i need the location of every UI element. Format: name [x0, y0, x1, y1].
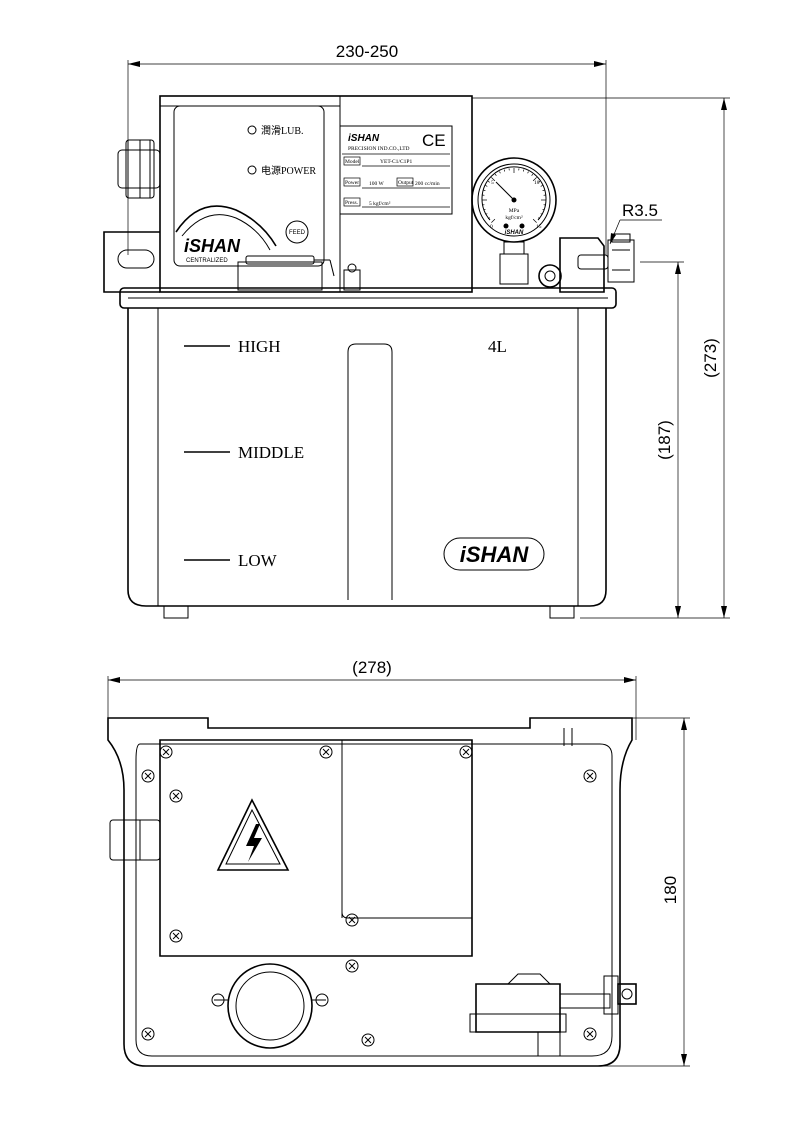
gauge-tick [540, 185, 543, 187]
screw-icon [169, 789, 183, 803]
output-value: 200 cc/min [415, 181, 440, 187]
dim-overall-height-label: (273) [701, 338, 720, 378]
gauge-tick [542, 208, 545, 211]
level-high: HIGH [184, 337, 281, 356]
screw-icon [361, 1033, 375, 1047]
screws [141, 745, 597, 1047]
panel-tagline: CENTRALIZED [186, 258, 228, 264]
gauge-tick [503, 169, 506, 172]
gauge-scale-5: 5 [491, 180, 494, 186]
cable-gland [117, 139, 161, 199]
screw-icon [583, 769, 597, 783]
gauge-scale-10: 10 [534, 180, 540, 186]
level-middle-label: MIDDLE [238, 443, 304, 462]
dimension-radius: R3.5 [609, 201, 662, 245]
outlet-block-top [469, 973, 637, 1057]
gauge-tick [483, 208, 486, 211]
dim-overall-width-label: 230-250 [336, 42, 398, 61]
screw-icon [345, 913, 359, 927]
nameplate-logo: iSHAN [348, 133, 380, 144]
screw-icon [459, 745, 473, 759]
screw-icon [141, 1027, 155, 1041]
gauge-tick [499, 171, 501, 174]
power-indicator-label: 电源POWER [261, 164, 316, 177]
dimension-bottom-width: (278) [107, 658, 637, 740]
lub-indicator-label: 潤滑LUB. [261, 125, 304, 137]
gauge-tick [540, 213, 543, 215]
level-middle: MIDDLE [184, 443, 304, 462]
gauge-unit-mpa: MPa [509, 208, 520, 214]
panel-logo: iSHAN [184, 236, 241, 256]
gauge-unit-kgf: kgf/cm² [505, 214, 523, 221]
oil-fill-opening[interactable] [211, 963, 329, 1049]
gauge-scale-0: 0 [490, 224, 493, 230]
oil-fill-cap[interactable] [237, 255, 335, 291]
gauge-tick [531, 173, 534, 176]
model-label: Model [345, 159, 360, 165]
gauge-tick [542, 189, 545, 192]
oil-tank [127, 308, 607, 619]
gauge-tick [491, 218, 496, 223]
nameplate-company: PRECISION IND.CO.,LTD [348, 146, 410, 152]
top-view-body [107, 717, 633, 1067]
lub-indicator: 潤滑LUB. [247, 125, 304, 137]
tank-capacity: 4L [488, 337, 507, 356]
cable-gland-top [109, 819, 161, 861]
dimension-overall-height: (273) [472, 97, 730, 619]
power-label: Power [345, 180, 359, 186]
vent-fitting [343, 263, 361, 291]
gauge-tick [527, 171, 529, 174]
pressure-gauge: MPa kgf/cm² iSHAN 0 5 10 15 [471, 157, 557, 285]
ce-mark: CE [422, 131, 446, 150]
feed-button[interactable]: FEED [285, 220, 309, 244]
model-value: YET-C1/C1P1 [380, 159, 412, 165]
level-low: LOW [184, 551, 278, 570]
dim-bottom-depth-label: 180 [661, 876, 680, 904]
screw-icon [141, 769, 155, 783]
tank-lid [119, 287, 617, 309]
panel-logo-area: iSHAN CENTRALIZED [175, 205, 277, 264]
tank-logo-badge: iSHAN [443, 537, 545, 571]
gauge-tick [538, 217, 541, 220]
high-voltage-warning-icon [216, 798, 290, 871]
screw-icon [583, 1027, 597, 1041]
dim-radius-label: R3.5 [622, 201, 658, 220]
dim-bottom-width-label: (278) [352, 658, 392, 677]
dim-tank-height-label: (187) [655, 420, 674, 460]
level-low-label: LOW [238, 551, 278, 570]
gauge-tick [491, 177, 496, 182]
pressure-label: Press. [345, 200, 359, 206]
power-indicator: 电源POWER [247, 164, 316, 177]
gauge-tick [487, 180, 490, 183]
screw-icon [345, 959, 359, 973]
gauge-tick [532, 218, 537, 223]
feed-button-label: FEED [289, 230, 306, 236]
screw-icon [169, 929, 183, 943]
outlet-fittings [538, 233, 635, 293]
gauge-tick [485, 213, 488, 215]
screw-icon [319, 745, 333, 759]
dimension-overall-width: 230-250 [127, 42, 607, 255]
tank-logo: iSHAN [460, 542, 530, 567]
nameplate: iSHAN CE PRECISION IND.CO.,LTD Model YET… [339, 125, 453, 215]
gauge-logo: iSHAN [505, 230, 524, 236]
gauge-tick [483, 189, 486, 192]
gauge-tick [494, 173, 497, 176]
gauge-tick [522, 169, 525, 172]
level-high-label: HIGH [238, 337, 281, 356]
gauge-tick [538, 180, 541, 183]
gauge-tick [487, 217, 490, 220]
electrical-cover [159, 739, 473, 957]
gauge-scale-15: 15 [536, 224, 542, 230]
output-label: Output [398, 180, 414, 186]
power-value: 100 W [369, 181, 385, 187]
screw-icon [159, 745, 173, 759]
gauge-tick [532, 177, 537, 182]
pressure-value: 5 kgf/cm² [369, 200, 391, 207]
gauge-tick [485, 185, 488, 187]
dimension-tank-height: (187) [640, 261, 684, 618]
